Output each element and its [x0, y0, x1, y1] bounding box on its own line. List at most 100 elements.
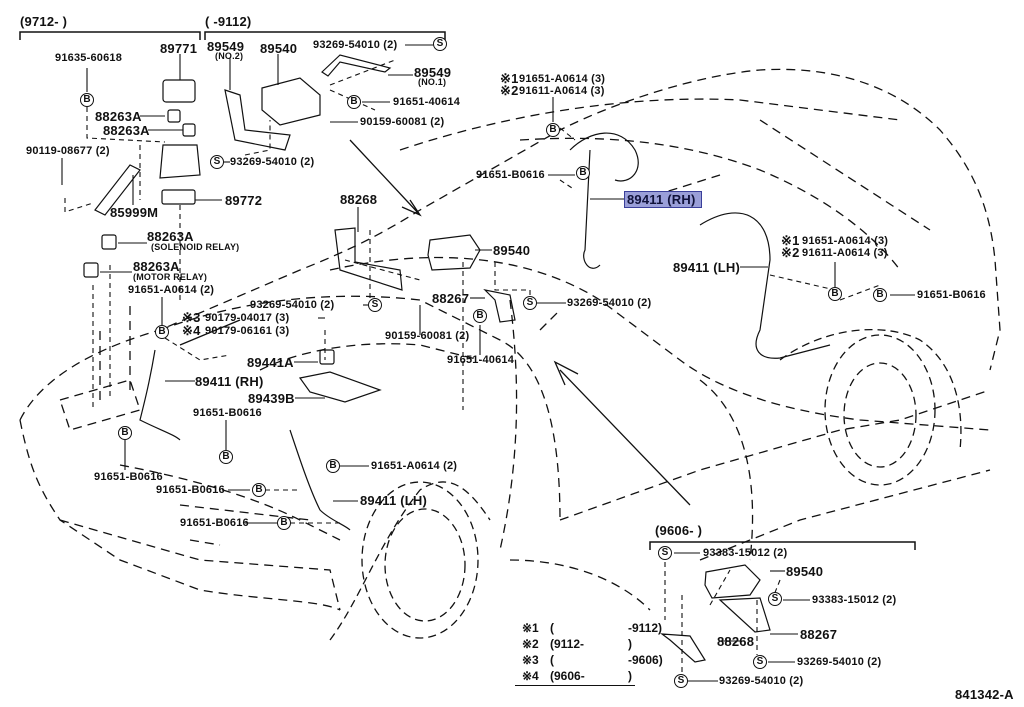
part-solenoid-relay	[101, 234, 117, 250]
part-89540-mid-ecu	[427, 234, 481, 271]
part-label-90159-60081-top[interactable]: 90159-60081 (2)	[360, 116, 445, 128]
part-label-91651-40614-top[interactable]: 91651-40614	[393, 96, 461, 108]
part-label-88263a-solenoid[interactable]: 88263A	[147, 229, 194, 244]
part-label-89411-lh-rear[interactable]: 89411 (LH)	[673, 260, 741, 275]
part-89439b-sketch	[298, 371, 382, 403]
part-label-85999m[interactable]: 85999M	[110, 205, 159, 220]
part-label-89439b[interactable]: 89439B	[248, 391, 295, 406]
legend-range-start: (9112-	[550, 637, 585, 651]
part-label-89540-bottom[interactable]: 89540	[786, 564, 824, 579]
screw-marker-icon: S	[753, 655, 767, 669]
note-mark-2: ※2	[781, 245, 800, 260]
part-sublabel-motor-relay: (MOTOR RELAY)	[133, 272, 208, 282]
note-mark-1: ※1	[781, 233, 800, 248]
part-label-91651-b0616-rear[interactable]: 91651-B0616	[476, 169, 545, 181]
part-label-89549-no1[interactable]: 89549	[414, 65, 452, 80]
bolt-marker-icon: B	[252, 483, 266, 497]
part-label-93269-54010-bottom[interactable]: 93269-54010 (2)	[797, 656, 882, 668]
part-label-91635-60618[interactable]: 91635-60618	[55, 52, 123, 64]
part-88268-bot-bracket	[660, 633, 706, 663]
part-label-88267-mid[interactable]: 88267	[432, 291, 470, 306]
legend-row: ※3 ( -9606)	[522, 654, 663, 666]
legend-mark: ※2	[522, 637, 539, 651]
part-label-91651-b0616[interactable]: 91651-B0616	[193, 407, 262, 419]
part-label-89411-lh-front[interactable]: 89411 (LH)	[360, 493, 428, 508]
bolt-marker-icon: B	[576, 166, 590, 180]
part-label-91651-40614-mid[interactable]: 91651-40614	[447, 354, 515, 366]
legend-range-start: (	[550, 653, 554, 667]
part-label-88263a-motor[interactable]: 88263A	[133, 259, 180, 274]
part-label-91651-a0614-2-right[interactable]: 91651-A0614 (2)	[371, 460, 458, 472]
legend-range-end: -9606)	[628, 653, 663, 667]
part-label-91651-a0614-2-left[interactable]: 91651-A0614 (2)	[128, 284, 215, 296]
part-label-93269-54010-top2[interactable]: 93269-54010 (2)	[230, 156, 315, 168]
part-label-91651-b0616[interactable]: 91651-B0616	[180, 517, 249, 529]
screw-marker-icon: S	[768, 592, 782, 606]
legend-row: ※2(9112-)	[522, 638, 632, 650]
legend-mark: ※3	[522, 653, 539, 667]
group-range-9112: ( -9112)	[205, 14, 252, 29]
part-89411-rh-rear-sensor	[569, 132, 639, 269]
part-label-89540-top[interactable]: 89540	[260, 41, 298, 56]
bolt-marker-icon: B	[80, 93, 94, 107]
part-label-89411-rh-front[interactable]: 89411 (RH)	[195, 374, 264, 389]
legend-mark: ※4	[522, 669, 539, 683]
legend-range-end: -9112)	[628, 621, 663, 635]
screw-marker-icon: S	[210, 155, 224, 169]
part-label-91651-a0614-3[interactable]: 91651-A0614 (3)	[519, 73, 606, 85]
part-label-93269-54010-mid-right[interactable]: 93269-54010 (2)	[567, 297, 652, 309]
part-label-89772[interactable]: 89772	[225, 193, 263, 208]
screw-marker-icon: S	[674, 674, 688, 688]
part-label-89411-rh-rear-highlighted[interactable]: 89411 (RH)	[624, 191, 703, 208]
part-label-90159-60081-mid[interactable]: 90159-60081 (2)	[385, 330, 470, 342]
part-label-93383-15012[interactable]: 93383-15012 (2)	[812, 594, 897, 606]
screw-marker-icon: S	[368, 298, 382, 312]
legend-row: ※4(9606-)	[522, 670, 632, 682]
part-88263a-relay-2	[182, 123, 196, 137]
bolt-marker-icon: B	[219, 450, 233, 464]
bolt-marker-icon: B	[155, 325, 169, 339]
part-89441a-sketch	[319, 349, 335, 365]
pointer-arrows	[179, 139, 691, 506]
front-wheel	[329, 481, 491, 641]
bolt-marker-icon: B	[347, 95, 361, 109]
group-range-9606: (9606- )	[655, 523, 703, 538]
part-label-90119-08677[interactable]: 90119-08677 (2)	[26, 145, 110, 157]
part-label-88263a[interactable]: 88263A	[95, 109, 142, 124]
note-mark-4: ※4	[182, 323, 201, 338]
bolt-marker-icon: B	[326, 459, 340, 473]
part-label-91611-a0614-3[interactable]: 91611-A0614 (3)	[519, 85, 605, 97]
part-label-91651-b0616-rear-lh[interactable]: 91651-B0616	[917, 289, 986, 301]
part-label-91611-a0614-3[interactable]: 91611-A0614 (3)	[802, 247, 888, 259]
part-89540-bot-ecu	[704, 564, 761, 599]
part-label-93269-54010-mid-left[interactable]: 93269-54010 (2)	[250, 299, 335, 311]
legend-range-end: )	[628, 669, 632, 683]
part-sublabel-no1: (NO.1)	[418, 77, 447, 87]
bolt-marker-icon: B	[277, 516, 291, 530]
component-sketches	[83, 54, 831, 663]
part-label-90179-06161[interactable]: 90179-06161 (3)	[205, 325, 290, 337]
part-label-88268[interactable]: 88268	[340, 192, 378, 207]
part-label-93269-54010-top[interactable]: 93269-54010 (2)	[313, 39, 398, 51]
screw-marker-icon: S	[523, 296, 537, 310]
part-label-90179-04017[interactable]: 90179-04017 (3)	[205, 312, 290, 324]
part-label-91651-b0616[interactable]: 91651-B0616	[94, 471, 163, 483]
part-88263a-relay-1	[167, 109, 181, 123]
rear-wheel	[779, 329, 962, 486]
part-label-88263a[interactable]: 88263A	[103, 123, 150, 138]
part-label-88268-bottom[interactable]: 88268	[717, 634, 755, 649]
part-label-89540-mid[interactable]: 89540	[493, 243, 531, 258]
part-label-91651-a0614-3[interactable]: 91651-A0614 (3)	[802, 235, 889, 247]
part-label-89441a[interactable]: 89441A	[247, 355, 294, 370]
part-label-88267-bottom[interactable]: 88267	[800, 627, 838, 642]
part-label-89549-no2[interactable]: 89549	[207, 39, 245, 54]
part-label-93383-15012[interactable]: 93383-15012 (2)	[703, 547, 788, 559]
part-label-91651-b0616[interactable]: 91651-B0616	[156, 484, 225, 496]
part-label-89771[interactable]: 89771	[160, 41, 198, 56]
note-mark-3: ※3	[182, 310, 201, 325]
part-89549-no2-bracket	[224, 89, 291, 151]
bracket-lines	[19, 31, 916, 550]
part-motor-relay	[83, 262, 99, 278]
part-label-93269-54010-bottom[interactable]: 93269-54010 (2)	[719, 675, 804, 687]
dashed-connector-lines	[64, 59, 881, 675]
